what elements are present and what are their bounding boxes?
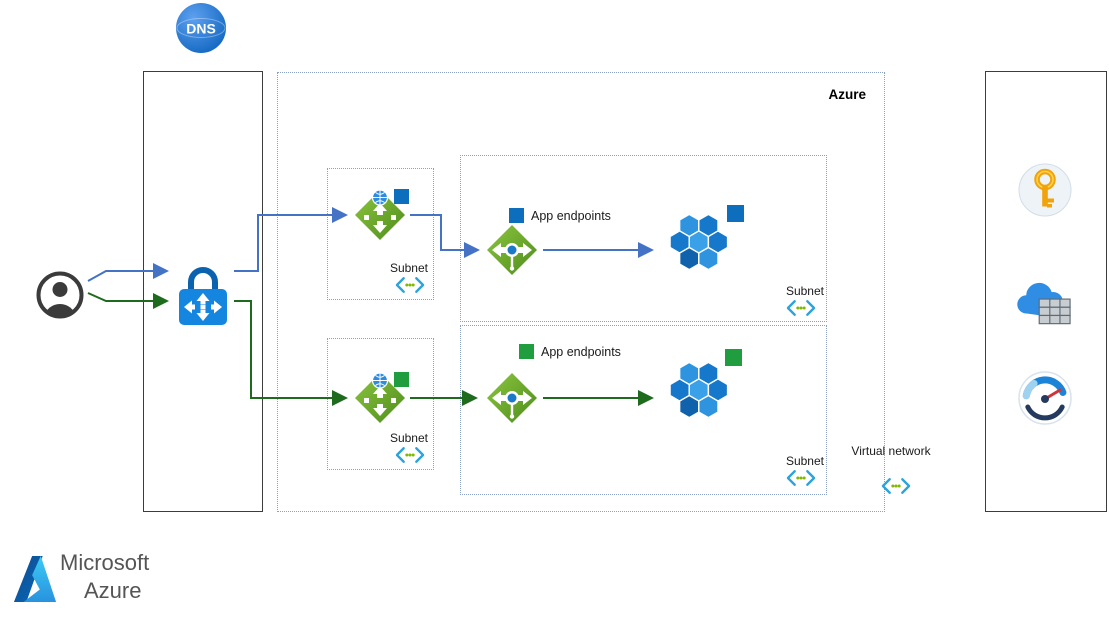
subnet-icon-gateway-top xyxy=(394,276,426,294)
monitor-gauge-icon xyxy=(1017,370,1073,426)
load-balancer-icon-top xyxy=(484,222,540,278)
azure-boundary-label: Azure xyxy=(828,87,866,102)
gateway-subnet-box-bottom xyxy=(327,338,434,470)
aks-cluster-icon-top xyxy=(660,207,738,277)
app-endpoints-label-top: App endpoints xyxy=(509,208,611,223)
key-vault-icon xyxy=(1017,162,1073,218)
workload-subnet-box-bottom xyxy=(460,325,827,495)
blue-route-badge-cluster xyxy=(727,205,744,222)
app-gateway-icon-top xyxy=(352,187,408,243)
aks-cluster-icon-bottom xyxy=(660,355,738,425)
subnet-label-workload-top: Subnet xyxy=(785,284,824,298)
subnet-label-gateway-top: Subnet xyxy=(389,261,428,275)
app-gateway-icon-bottom xyxy=(352,370,408,426)
azure-boundary-box: Azure xyxy=(277,72,885,512)
subnet-label-workload-bottom: Subnet xyxy=(785,454,824,468)
blue-route-badge-gateway xyxy=(394,189,409,204)
subnet-label-gateway-bottom: Subnet xyxy=(389,431,428,445)
subnet-icon-workload-bottom xyxy=(785,469,817,487)
app-endpoints-label-bottom: App endpoints xyxy=(519,344,621,359)
green-route-badge-gateway xyxy=(394,372,409,387)
green-route-badge-cluster xyxy=(725,349,742,366)
virtual-network-icon xyxy=(879,477,913,495)
user-icon xyxy=(36,271,84,319)
azure-logo-icon xyxy=(12,554,58,604)
virtual-network-label: Virtual network xyxy=(851,444,931,458)
container-registry-icon xyxy=(1013,274,1077,328)
app-endpoints-text-top: App endpoints xyxy=(531,208,611,223)
subnet-icon-workload-top xyxy=(785,299,817,317)
dns-icon-label: DNS xyxy=(186,21,216,37)
blue-endpoint-badge xyxy=(509,208,524,223)
logo-line-azure: Azure xyxy=(84,578,142,603)
load-balancer-icon-bottom xyxy=(484,370,540,426)
app-endpoints-text-bottom: App endpoints xyxy=(541,344,621,359)
green-endpoint-badge xyxy=(519,344,534,359)
logo-line-microsoft: Microsoft xyxy=(60,550,150,575)
azure-logo-wordmark: Microsoft Azure xyxy=(60,549,149,605)
dns-icon: DNS xyxy=(175,2,227,54)
subnet-icon-gateway-bottom xyxy=(394,446,426,464)
firewall-lock-icon xyxy=(173,263,233,327)
